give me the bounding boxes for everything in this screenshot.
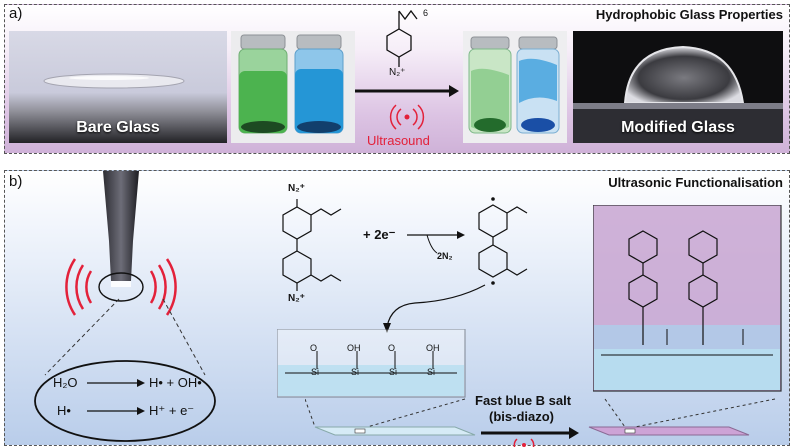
fast-blue-b-structure bbox=[282, 199, 342, 291]
diazonium-arrow-graphic bbox=[355, 9, 459, 130]
eq2-left: H• bbox=[57, 403, 71, 418]
ultrasound-waves-icon bbox=[85, 270, 157, 304]
modified-glass-image bbox=[573, 31, 783, 143]
panel-b-title: Ultrasonic Functionalisation bbox=[608, 175, 783, 190]
salt-line1: Fast blue B salt bbox=[475, 393, 572, 408]
electron-gain-label: + 2e⁻ bbox=[363, 227, 396, 242]
modified-glass-caption: Modified Glass bbox=[621, 119, 735, 136]
n2-loss-label: 2N₂ bbox=[437, 251, 453, 261]
n2-top-label: N₂⁺ bbox=[288, 183, 305, 194]
attack-arrow bbox=[383, 284, 486, 333]
vials-before-image bbox=[231, 31, 355, 143]
surface-o-2: O bbox=[388, 343, 396, 353]
bare-slide bbox=[314, 426, 476, 436]
benzene-ring bbox=[386, 28, 412, 58]
alkyl-subscript: 6 bbox=[423, 8, 429, 18]
n2-bottom-label: N₂⁺ bbox=[288, 293, 305, 304]
probe-tip bbox=[103, 171, 139, 281]
eq2-right: H⁺ + e⁻ bbox=[149, 403, 195, 418]
aryl-radical-structure bbox=[478, 197, 528, 285]
modified-slide bbox=[588, 426, 750, 436]
reduction-arrow bbox=[407, 231, 465, 254]
radical-generation-oval bbox=[34, 360, 216, 442]
small-ultrasound-icon bbox=[513, 438, 535, 447]
surface-si-3: Si bbox=[389, 367, 398, 377]
slides-graphic bbox=[305, 398, 776, 447]
modified-glass-photo: Modified Glass bbox=[573, 31, 783, 143]
salt-line2: (bis-diazo) bbox=[489, 409, 554, 424]
vials-before-photo bbox=[231, 31, 355, 143]
eq1-right: H• + OH• bbox=[149, 375, 202, 390]
beaded-droplet bbox=[623, 45, 745, 104]
diazonium-group-label: N₂⁺ bbox=[389, 67, 406, 78]
bare-glass-image bbox=[9, 31, 227, 143]
panel-b: b) Ultrasonic Functionalisation H₂O H• +… bbox=[4, 170, 790, 447]
silica-surface-graphic bbox=[277, 329, 466, 398]
surface-si-1: Si bbox=[311, 367, 320, 377]
bare-glass-caption: Bare Glass bbox=[76, 119, 160, 136]
surface-oh-2: OH bbox=[426, 343, 440, 353]
ultrasound-icon bbox=[389, 104, 425, 130]
vials-after-photo bbox=[463, 31, 567, 143]
panel-a-label: a) bbox=[9, 5, 23, 22]
ultrasonic-probe-graphic bbox=[65, 171, 177, 316]
surface-si-2: Si bbox=[351, 367, 360, 377]
modified-surface-graphic bbox=[593, 205, 782, 392]
eq1-left: H₂O bbox=[53, 375, 78, 390]
panel-b-label: b) bbox=[9, 173, 23, 190]
panel-a: a) Hydrophobic Glass Properties Bare Gla… bbox=[4, 4, 790, 154]
surface-si-4: Si bbox=[427, 367, 436, 377]
surface-o-radical: O bbox=[310, 343, 318, 353]
panel-a-title: Hydrophobic Glass Properties bbox=[595, 7, 783, 22]
ultrasound-label: Ultrasound bbox=[367, 133, 430, 148]
bare-glass-photo: Bare Glass bbox=[9, 31, 227, 143]
zoom-lines bbox=[34, 298, 216, 442]
vials-after-image bbox=[463, 31, 567, 143]
surface-oh-1: OH bbox=[347, 343, 361, 353]
